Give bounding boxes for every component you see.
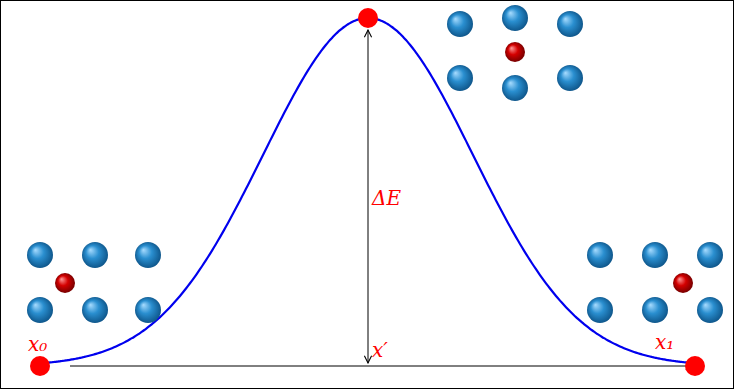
- host-atom: [502, 75, 528, 101]
- host-atom: [587, 242, 613, 268]
- state-dot: [358, 8, 378, 28]
- final-state-label: x₁: [655, 332, 674, 352]
- barrier-height-arrow: [368, 30, 369, 363]
- diffusing-atom: [505, 42, 525, 62]
- state-dot: [30, 356, 50, 376]
- host-atom: [557, 11, 583, 37]
- saddle-position-label: x′: [372, 340, 388, 360]
- lattice-saddle: [447, 5, 583, 101]
- state-dot: [685, 356, 705, 376]
- host-atom: [82, 297, 108, 323]
- host-atom: [587, 297, 613, 323]
- diffusing-atom: [55, 273, 75, 293]
- initial-state-label: x₀: [28, 334, 47, 354]
- host-atom: [697, 242, 723, 268]
- host-atom: [642, 297, 668, 323]
- energy-curve: [40, 18, 694, 363]
- host-atom: [27, 297, 53, 323]
- host-atom: [135, 297, 161, 323]
- host-atom: [27, 242, 53, 268]
- barrier-energy-label: ΔE: [372, 188, 401, 208]
- lattice-left: [27, 242, 161, 323]
- host-atom: [557, 65, 583, 91]
- host-atom: [447, 11, 473, 37]
- host-atom: [447, 65, 473, 91]
- host-atom: [82, 242, 108, 268]
- host-atom: [642, 242, 668, 268]
- host-atom: [697, 297, 723, 323]
- energy-curve-group: [40, 18, 694, 363]
- lattice-right: [587, 242, 723, 323]
- host-atom: [135, 242, 161, 268]
- position-axis: [70, 366, 693, 367]
- diffusing-atom: [673, 273, 693, 293]
- host-atom: [502, 5, 528, 31]
